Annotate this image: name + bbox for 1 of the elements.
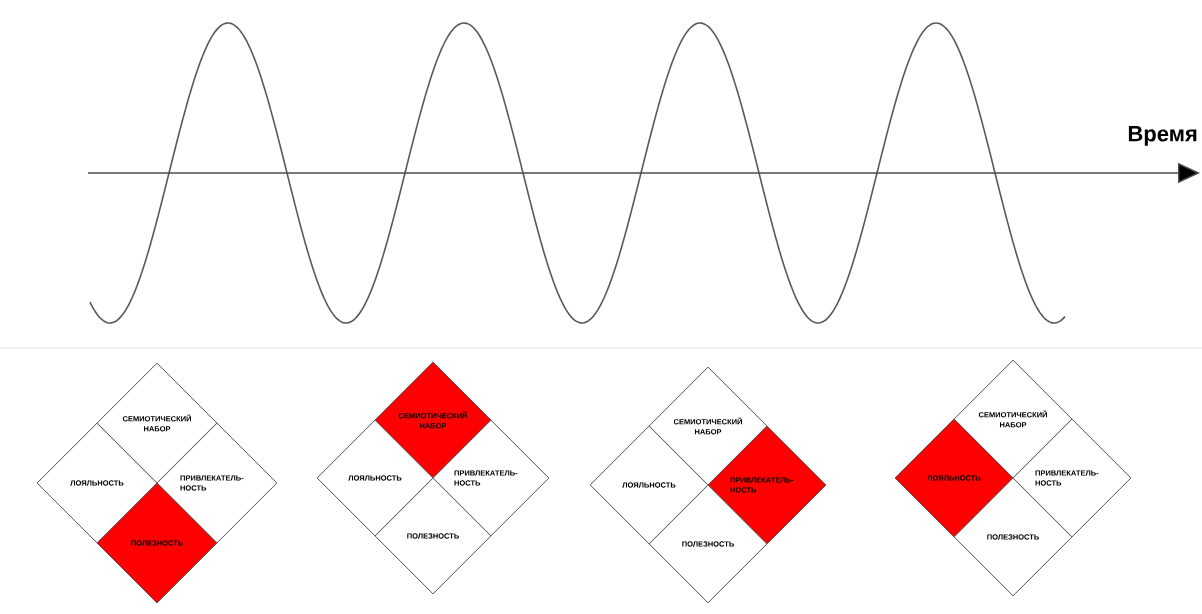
axis-label: Время	[1128, 126, 1197, 146]
